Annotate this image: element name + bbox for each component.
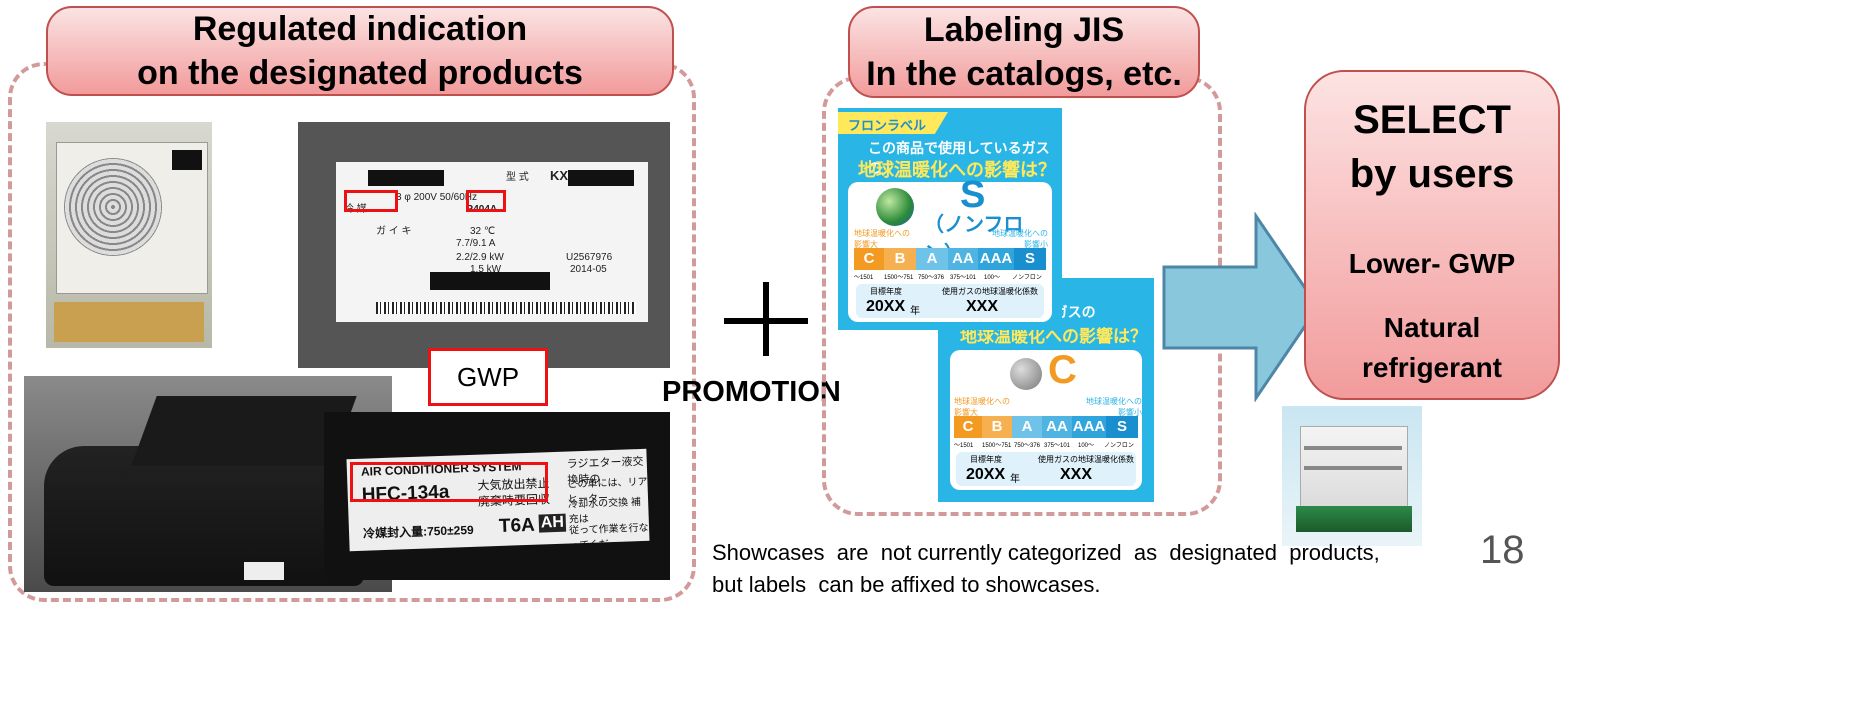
card2-grade: C [1048, 348, 1077, 392]
card2-scale-a: A [1012, 416, 1042, 438]
card1-scale-c: C [854, 248, 884, 270]
regulated-line2: on the designated products [137, 54, 583, 92]
labeling-line2: In the catalogs, etc. [866, 55, 1182, 93]
card1-scale-b: B [884, 248, 916, 270]
gas-label: ガ イ キ [376, 226, 412, 237]
card1-scale-aa: AA [948, 248, 978, 270]
card2-num-4: 100～ [1078, 443, 1095, 449]
card2-num-3: 375～101 [1044, 443, 1071, 449]
freon-label-card-c: しているガスの 地球温暖化への影響は？ C 地球温暖化への影響大 地球温暖化への… [938, 278, 1154, 502]
output-value: 1.5 kW [470, 264, 502, 275]
card2-num-0: ～1501 [954, 443, 974, 449]
power-row: 3 φ 200V 50/60Hz [396, 192, 477, 203]
freon-tag: フロンラベル [838, 112, 948, 134]
card2-q2: 地球温暖化への影響は？ [960, 327, 1147, 346]
select-by-users-box: SELECT by users Lower- GWP Natural refri… [1304, 70, 1560, 400]
gwp-label: GWP [456, 361, 520, 392]
katashiki-label: 型 式 [506, 172, 529, 183]
showcase-photo [1282, 406, 1422, 546]
freon-label-card-s: フロンラベル この商品で使用しているガスの 地球温暖化への影響は？ S （ノンフ… [838, 108, 1062, 330]
current-value: 7.7/9.1 A [456, 238, 496, 249]
select-line1: SELECT [1353, 98, 1511, 142]
card2-scale-aa: AA [1042, 416, 1072, 438]
outdoor-unit-photo [46, 122, 212, 348]
natural-item-line2: refrigerant [1361, 352, 1503, 383]
card1-target-value: 20XX [866, 298, 906, 315]
right-arrow-icon [1162, 212, 1320, 402]
card1-num-0: ～1501 [854, 275, 874, 281]
card1-scale-a: A [916, 248, 948, 270]
code-text: T6A [498, 514, 536, 537]
date-value: 2014-05 [570, 264, 607, 275]
natural-item-line1: Natural [1383, 312, 1481, 343]
card2-num-1: 1500～751 [982, 443, 1012, 449]
code2-text: AH [538, 513, 567, 533]
card1-num-5: ノンフロン [1012, 275, 1042, 281]
card1-scale-s: S [1014, 248, 1046, 270]
page-number: 18 [1480, 528, 1525, 572]
card1-right-cap: 地球温暖化への影響小 [992, 229, 1048, 249]
gwp-callout: GWP [428, 348, 548, 406]
card1-q2: 地球温暖化への影響は？ [858, 160, 1056, 180]
card2-target-value: 20XX [966, 466, 1006, 483]
card2-scale-s: S [1106, 416, 1138, 438]
card2-num-2: 750～376 [1014, 443, 1041, 449]
labeling-jis-banner: Labeling JIS In the catalogs, etc. [848, 6, 1200, 98]
card2-num-5: ノンフロン [1104, 443, 1134, 449]
nameplate: 型 式 KX 3 φ 200V 50/60Hz 冷 媒 R404A ガ イ キ … [336, 162, 648, 322]
refrigerant-value-highlight [466, 190, 506, 212]
serial-value: U2567976 [566, 252, 613, 263]
power-value: 2.2/2.9 kW [456, 252, 504, 263]
car-label-photo: AIR CONDITIONER SYSTEM HFC-134a 大気放出禁止 廃… [324, 412, 670, 580]
barcode [376, 302, 636, 314]
showcase-footnote-line1: Showcases are not currently categorized … [712, 540, 1380, 565]
card1-coef-value: XXX [966, 298, 999, 315]
card1-globe-icon [876, 188, 914, 226]
card2-scale-b: B [982, 416, 1012, 438]
card2-coef-label: 使用ガスの地球温暖化係数 [1038, 455, 1134, 464]
card2-target-label: 目標年度 [970, 455, 1002, 464]
card1-coef-label: 使用ガスの地球温暖化係数 [942, 287, 1038, 296]
regulated-indication-banner: Regulated indication on the designated p… [46, 6, 674, 96]
r4-text: 従って作業を行なってくだ [568, 522, 649, 552]
card1-target-unit: 年 [910, 306, 920, 317]
temp-value: 32 ℃ [470, 226, 496, 237]
labeling-line1: Labeling JIS [923, 11, 1125, 49]
promotion-label: PROMOTION [662, 376, 841, 408]
card1-q1: この商品で使用しているガスの [868, 140, 1050, 176]
card1-target-label: 目標年度 [870, 287, 902, 296]
card1-left-cap: 地球温暖化への影響大 [854, 229, 910, 249]
refrigerant-label-highlight [344, 190, 398, 212]
card2-left-cap: 地球温暖化への影響大 [954, 397, 1010, 417]
card1-num-3: 375～101 [950, 275, 977, 281]
freon-tag-text: フロンラベル [848, 118, 927, 133]
card2-scale-aaa: AAA [1072, 416, 1106, 438]
card1-num-2: 750～376 [918, 275, 945, 281]
showcase-footnote-line2: but labels can be affixed to showcases. [712, 572, 1101, 597]
card2-right-cap: 地球温暖化への影響小 [1086, 397, 1142, 417]
nameplate-photo: 型 式 KX 3 φ 200V 50/60Hz 冷 媒 R404A ガ イ キ … [298, 122, 670, 368]
card2-target-unit: 年 [1010, 474, 1020, 485]
card2-scale-c: C [954, 416, 982, 438]
card1-num-4: 100～ [984, 275, 1001, 281]
model-prefix: KX [550, 168, 569, 183]
card1-scale-aaa: AAA [978, 248, 1014, 270]
card2-globe-icon [1010, 358, 1042, 390]
regulated-line1: Regulated indication [192, 10, 528, 48]
card1-num-1: 1500～751 [884, 275, 914, 281]
card2-coef-value: XXX [1060, 466, 1093, 483]
plus-sign [724, 282, 808, 356]
hfc-highlight [350, 462, 548, 502]
select-line2: by users [1349, 152, 1515, 196]
lower-gwp-item: Lower- GWP [1348, 248, 1516, 279]
charge-text: 冷媒封入量:750±259 [362, 522, 474, 541]
card1-grade: S [960, 174, 986, 216]
